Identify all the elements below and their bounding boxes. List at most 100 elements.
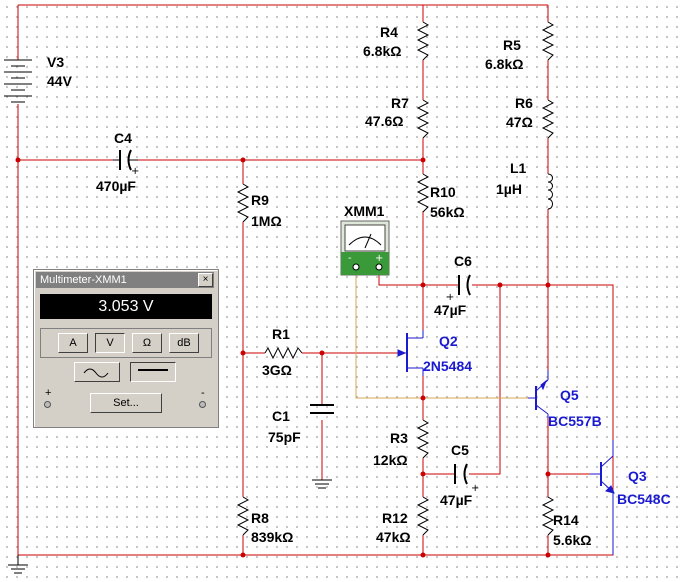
junction-dot (15, 157, 21, 163)
r7-name: R7 (391, 95, 409, 111)
l1-value: 1µH (496, 181, 522, 197)
junction-dot (420, 157, 426, 163)
r8-value: 839kΩ (251, 529, 293, 545)
r10-name: R10 (430, 184, 456, 200)
v3-name: V3 (47, 54, 64, 70)
inductor-l1-symbol[interactable] (547, 173, 553, 210)
r6-value: 47Ω (506, 114, 533, 130)
r5-name: R5 (503, 37, 521, 53)
c1-value: 75pF (268, 429, 301, 445)
r10-value: 56kΩ (430, 204, 465, 220)
resistor-r5-symbol[interactable] (541, 21, 555, 61)
c4-name: C4 (114, 130, 132, 146)
svg-text:-: - (348, 253, 352, 264)
q3-name: Q3 (628, 468, 647, 484)
resistor-r7-symbol[interactable] (416, 99, 430, 139)
resistor-r12-symbol[interactable] (416, 496, 430, 536)
capacitor-c1-symbol[interactable] (310, 404, 334, 414)
c5-name: C5 (451, 442, 469, 458)
r9-name: R9 (251, 192, 269, 208)
xmm1-name: XMM1 (344, 203, 385, 219)
svg-text:+: + (375, 253, 383, 264)
r8-name: R8 (251, 510, 269, 526)
c6-value: 47µF (434, 302, 467, 318)
multimeter-reading: 3.053 V (40, 294, 212, 319)
sine-wave-icon (83, 368, 109, 378)
dc-line-icon (138, 369, 168, 371)
resistor-r14-symbol[interactable] (541, 496, 555, 536)
ground-icon (312, 479, 332, 489)
wire-xmm1-minus (355, 271, 528, 399)
q5-value: BC557B (548, 413, 602, 429)
junction-dot (497, 282, 503, 288)
capacitor-c4-symbol[interactable]: + (113, 149, 139, 177)
transistor-q3-symbol[interactable] (590, 440, 615, 555)
transistor-q5-symbol[interactable] (528, 370, 549, 418)
close-icon[interactable]: × (198, 273, 213, 287)
r3-name: R3 (390, 430, 408, 446)
junction-dot (420, 395, 426, 401)
resistor-r3-symbol[interactable] (416, 419, 430, 459)
c4-value: 470µF (96, 178, 136, 194)
r14-value: 5.6kΩ (553, 532, 591, 548)
junction-dot (240, 157, 246, 163)
dc-mode-button[interactable] (130, 362, 176, 382)
v3-value: 44V (47, 73, 73, 89)
junction-dot (545, 471, 551, 477)
mode-ohm-button[interactable]: Ω (132, 333, 162, 353)
r4-value: 6.8kΩ (363, 43, 401, 59)
resistor-r9-symbol[interactable] (236, 183, 250, 223)
r3-value: 12kΩ (373, 452, 408, 468)
junction-dot (240, 350, 246, 356)
svg-text:+: + (131, 166, 139, 177)
svg-text:+: + (471, 483, 479, 494)
junction-dots (15, 157, 551, 558)
junction-dot (420, 552, 426, 558)
multimeter-title: Multimeter-XMM1 (40, 274, 127, 286)
mode-volt-button[interactable]: V (95, 333, 125, 353)
multimeter-title-bar[interactable]: Multimeter-XMM1 × (36, 272, 214, 288)
q3-value: BC548C (617, 491, 671, 507)
wires (17, 4, 614, 556)
r4-name: R4 (380, 24, 398, 40)
q2-value: 2N5484 (423, 358, 472, 374)
r1-value: 3GΩ (262, 362, 292, 378)
resistor-r6-symbol[interactable] (541, 99, 555, 139)
capacitor-c6-symbol[interactable]: + (446, 274, 471, 303)
transistor-q2-symbol[interactable] (397, 330, 424, 376)
ground-icon (8, 555, 28, 574)
set-button[interactable]: Set... (90, 393, 162, 413)
multimeter-panel[interactable]: Multimeter-XMM1 × 3.053 V A V Ω dB + Set… (33, 269, 219, 428)
resistor-r4-symbol[interactable] (416, 21, 430, 61)
junction-dot (420, 282, 426, 288)
battery-v3-symbol[interactable] (4, 59, 32, 103)
r5-value: 6.8kΩ (485, 56, 523, 72)
resistor-r1-symbol[interactable] (264, 346, 303, 360)
mode-ampere-button[interactable]: A (58, 333, 88, 353)
r7-value: 47.6Ω (365, 113, 403, 129)
plus-terminal-label: + (45, 387, 52, 399)
multimeter-xmm1-icon[interactable]: - + (340, 220, 390, 276)
r9-value: 1MΩ (251, 213, 282, 229)
q5-name: Q5 (560, 387, 579, 403)
junction-dot (240, 552, 246, 558)
capacitor-c5-symbol[interactable]: + (454, 463, 479, 494)
r12-name: R12 (382, 510, 408, 526)
minus-terminal[interactable] (199, 401, 206, 408)
resistor-r8-symbol[interactable] (236, 496, 250, 536)
mode-db-button[interactable]: dB (169, 333, 199, 353)
junction-dot (319, 350, 325, 356)
c1-name: C1 (272, 408, 290, 424)
r14-name: R14 (553, 512, 579, 528)
r6-name: R6 (515, 95, 533, 111)
plus-terminal[interactable] (44, 401, 51, 408)
svg-text:+: + (446, 292, 454, 303)
ac-mode-button[interactable] (74, 362, 120, 382)
l1-name: L1 (510, 160, 527, 176)
wire-xmm1-plus (378, 271, 423, 286)
minus-terminal-label: - (201, 387, 205, 399)
r12-value: 47kΩ (376, 529, 411, 545)
resistor-r10-symbol[interactable] (416, 173, 430, 213)
junction-dot (545, 552, 551, 558)
